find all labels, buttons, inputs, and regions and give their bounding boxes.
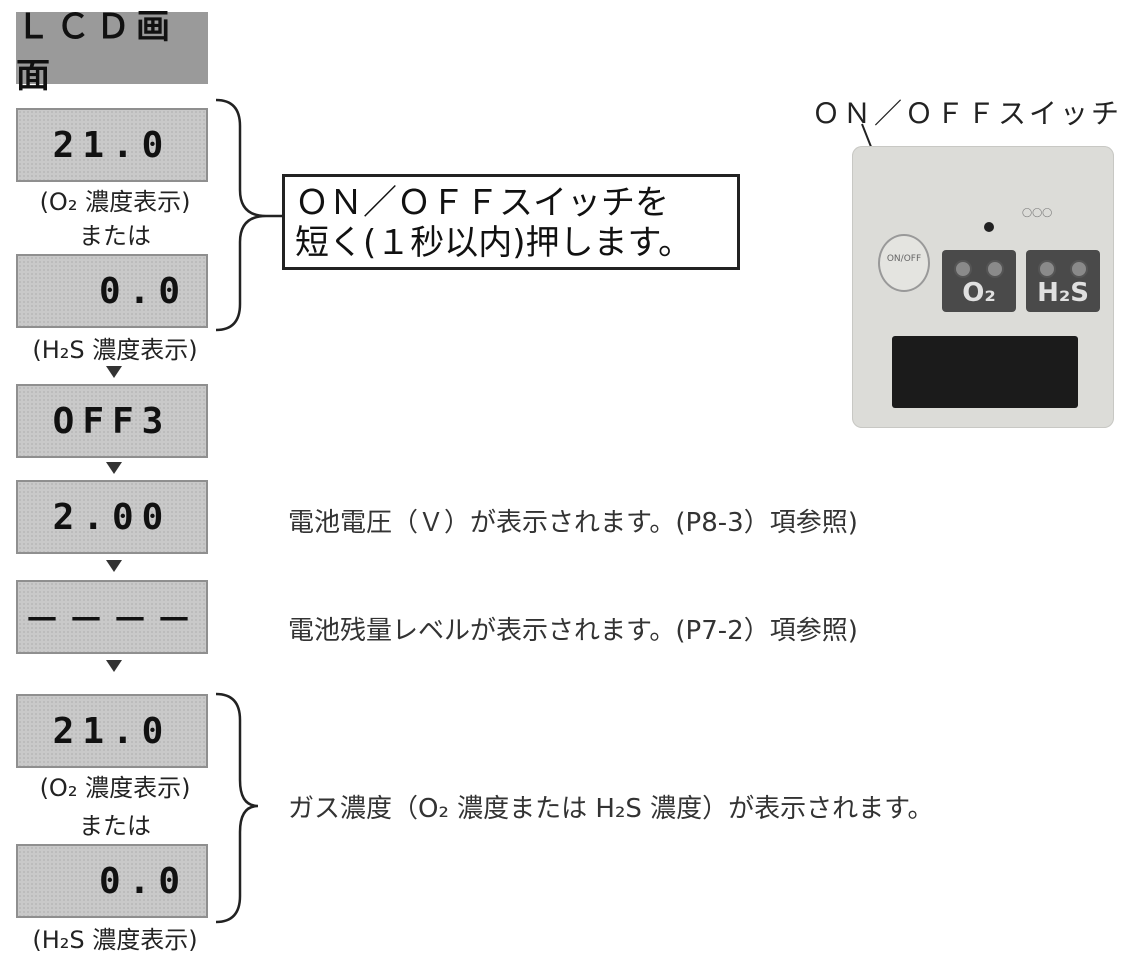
- device-lcd-screen: [892, 336, 1078, 408]
- arrow-down-icon: [106, 462, 122, 474]
- knob-icon: [1038, 260, 1056, 278]
- bracket-2: [215, 692, 259, 924]
- o2-sensor-icon: O₂: [942, 250, 1016, 312]
- knob-icon: [1070, 260, 1088, 278]
- callout-line-2: 短く(１秒以内)押します。: [295, 223, 693, 263]
- h2s-sensor-icon: H₂S: [1026, 250, 1100, 312]
- arrow-down-icon: [106, 366, 122, 378]
- device-panel: ON/OFF ◯◯◯ O₂ H₂S: [852, 146, 1114, 428]
- h2s-sensor-label: H₂S: [1037, 278, 1089, 308]
- o2-sensor-label: O₂: [962, 278, 996, 308]
- arrow-down-icon: [106, 660, 122, 672]
- knob-icon: [954, 260, 972, 278]
- bracket-1: [215, 98, 282, 332]
- o2-caption: (O₂ 濃度表示): [39, 188, 191, 216]
- or-caption-2: または: [79, 812, 151, 840]
- voltage-note: 電池電圧（Ｖ）が表示されます。(P8-3）項参照): [288, 508, 858, 538]
- switch-label: ＯＮ／ＯＦＦスイッチ: [812, 97, 1123, 130]
- lcd-off-display: OFF3: [16, 384, 208, 458]
- lcd-h2s-display-2: 0.0: [16, 844, 208, 918]
- lcd-h2s-display: 0.0: [16, 254, 208, 328]
- or-caption: または: [79, 222, 151, 250]
- on-off-button-icon: ON/OFF: [878, 234, 930, 292]
- o2-caption-2: (O₂ 濃度表示): [39, 774, 191, 802]
- callout-box: ＯＮ／ＯＦＦスイッチを 短く(１秒以内)押します。: [282, 174, 740, 270]
- battery-note: 電池残量レベルが表示されます。(P7-2）項参照): [288, 616, 858, 646]
- h2s-caption: (H₂S 濃度表示): [32, 336, 198, 364]
- h2s-caption-2: (H₂S 濃度表示): [32, 926, 198, 954]
- gas-note: ガス濃度（O₂ 濃度または H₂S 濃度）が表示されます。: [288, 794, 934, 824]
- lcd-o2-display: 21.0: [16, 108, 208, 182]
- lcd-voltage-display: 2.00: [16, 480, 208, 554]
- lcd-screen-header: ＬＣＤ画面: [16, 7, 208, 96]
- knob-icon: [986, 260, 1004, 278]
- status-led-icon: [984, 222, 994, 232]
- arrow-down-icon: [106, 560, 122, 572]
- device-mark-icon: ◯◯◯: [1022, 208, 1053, 218]
- lcd-o2-display-2: 21.0: [16, 694, 208, 768]
- callout-line-1: ＯＮ／ＯＦＦスイッチを: [295, 183, 669, 223]
- lcd-battery-display: －－－－: [16, 580, 208, 654]
